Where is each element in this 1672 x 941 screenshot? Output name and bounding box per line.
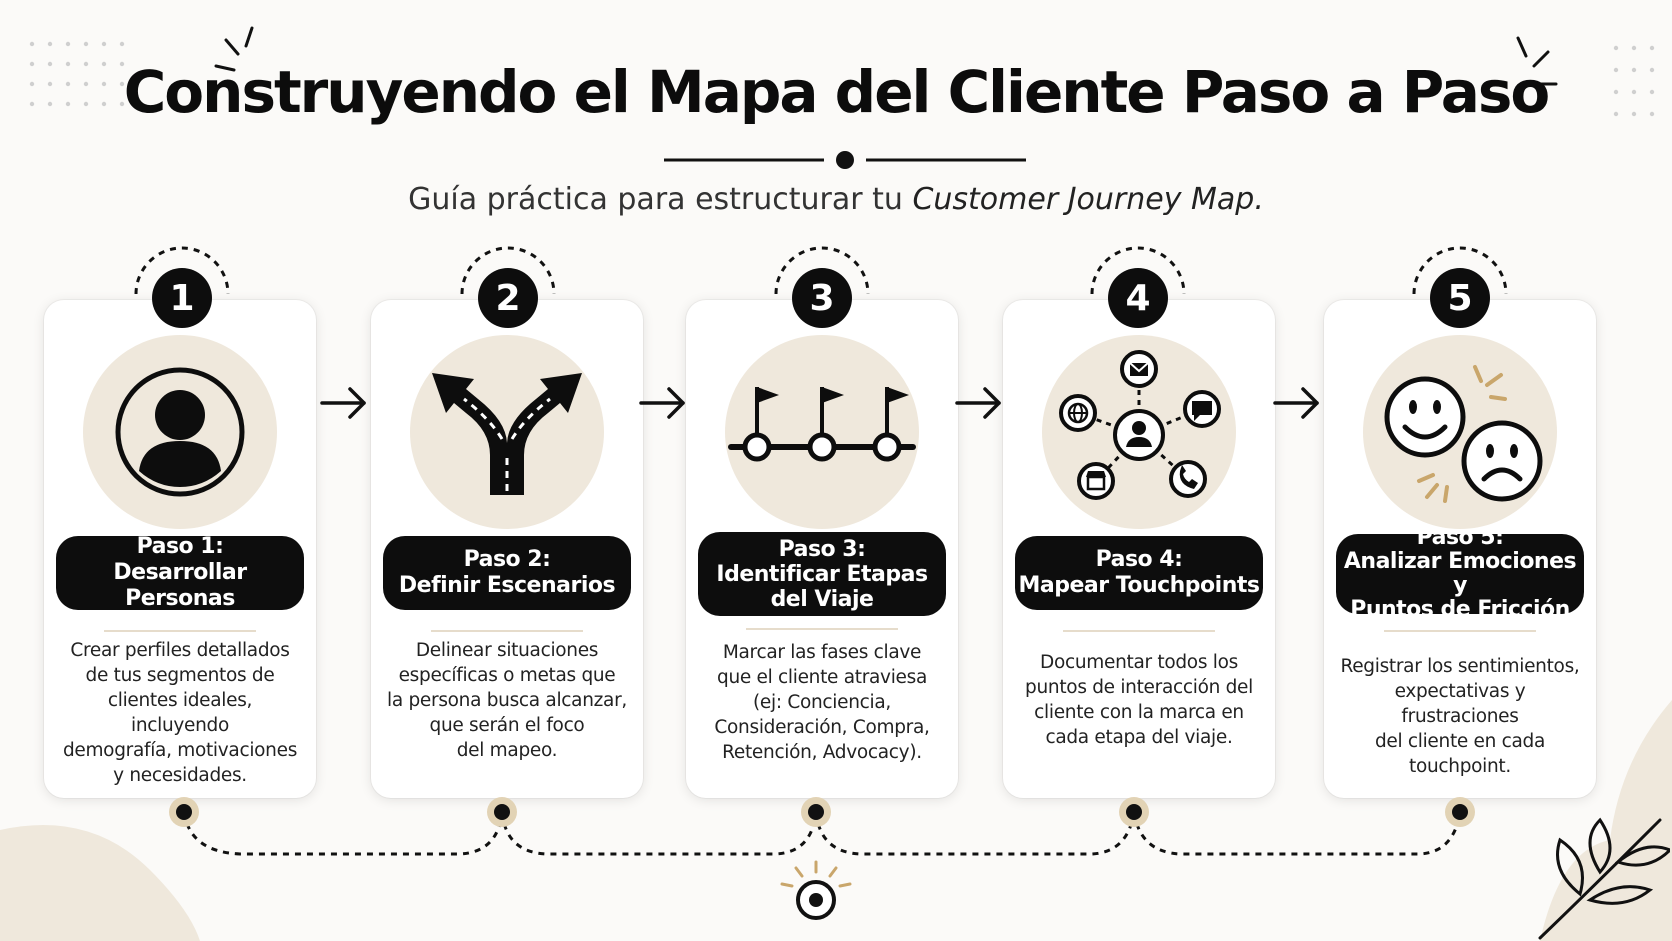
step-3-divider: [746, 628, 898, 630]
step-card-4: Paso 4: Mapear Touchpoints Documentar to…: [1003, 300, 1275, 798]
emotions-faces-icon: [1384, 365, 1543, 503]
step-3-title-line3: del Viaje: [770, 586, 874, 612]
step-card-1: Paso 1: Desarrollar Personas Crear perfi…: [44, 300, 316, 798]
touchpoints-network-icon: [1059, 350, 1221, 500]
desc-line: puntos de interacción del: [1025, 677, 1253, 698]
dot-grid-top-left: [29, 41, 125, 107]
desc-line: Marcar las fases clave: [722, 642, 922, 663]
desc-line: del cliente en cada: [1374, 731, 1546, 752]
step-4-title: Paso 4: Mapear Touchpoints: [1015, 536, 1263, 610]
desc-line: Consideración, Compra,: [714, 717, 930, 738]
desc-line: del mapeo.: [456, 740, 558, 761]
beige-blob-bottom-left: [0, 825, 200, 941]
subtitle-italic: Customer Journey Map.: [912, 182, 1264, 217]
page-subtitle: Guía práctica para estructurar tu Custom…: [0, 182, 1672, 217]
desc-line: cliente con la marca en: [1034, 702, 1244, 723]
spark-left-icon: [214, 26, 254, 72]
step-2-icon-bg: [410, 335, 604, 529]
desc-line: (ej: Conciencia,: [753, 692, 891, 713]
arrow-right-icon: [955, 387, 1001, 419]
desc-line: expectativas y frustraciones: [1394, 681, 1526, 727]
arrow-right-icon: [320, 387, 366, 419]
leaf-branch-icon: [1538, 817, 1670, 940]
target-goal-icon: [780, 860, 852, 920]
step-1-title: Paso 1: Desarrollar Personas: [56, 534, 304, 611]
bottom-connector: [169, 797, 1475, 920]
step-4-title-line2: Mapear Touchpoints: [1018, 573, 1260, 598]
step-3-description: Marcar las fases clave que el cliente at…: [702, 640, 942, 765]
desc-line: Delinear situaciones: [415, 640, 599, 661]
step-1-title-line2: Desarrollar Personas: [113, 560, 247, 611]
desc-line: de tus segmentos de: [85, 665, 275, 686]
person-icon: [115, 367, 245, 497]
timeline-flags-icon: [728, 387, 916, 462]
desc-line: touchpoint.: [1409, 756, 1511, 777]
desc-line: Retención, Advocacy).: [722, 742, 922, 763]
step-2-title: Paso 2: Definir Escenarios: [383, 536, 631, 610]
step-5-title-line1: Paso 5:: [1416, 525, 1504, 550]
step-3-title-line1: Paso 3:: [778, 536, 866, 562]
desc-line: Crear perfiles detallados: [70, 640, 290, 661]
spark-right-icon: [1516, 36, 1558, 86]
step-3-title: Paso 3: Identificar Etapas del Viaje: [698, 532, 946, 616]
step-1-divider: [104, 630, 256, 632]
desc-line: específicas o metas que: [398, 665, 616, 686]
step-1-description: Crear perfiles detallados de tus segment…: [60, 638, 300, 788]
step-badge-5: 5: [1430, 268, 1490, 328]
step-4-icon-bg: [1042, 335, 1236, 529]
step-5-title: Paso 5: Analizar Emociones y Puntos de F…: [1336, 526, 1584, 622]
step-1-title-line1: Paso 1:: [136, 534, 224, 559]
arrow-right-icon: [639, 387, 685, 419]
desc-line: que serán el foco: [429, 715, 585, 736]
step-badge-4: 4: [1108, 268, 1168, 328]
step-5-title-line3: Puntos de Fricción: [1350, 597, 1570, 622]
step-2-title-line2: Definir Escenarios: [398, 573, 616, 598]
step-3-title-line2: Identificar Etapas: [716, 561, 928, 587]
step-card-3: Paso 3: Identificar Etapas del Viaje Mar…: [686, 300, 958, 798]
step-5-divider: [1384, 630, 1536, 632]
desc-line: cada etapa del viaje.: [1045, 727, 1233, 748]
desc-line: y necesidades.: [113, 765, 247, 786]
step-badge-2: 2: [478, 268, 538, 328]
step-2-divider: [431, 630, 583, 632]
step-card-2: Paso 2: Definir Escenarios Delinear situ…: [371, 300, 643, 798]
beige-blob-bottom-right: [1540, 700, 1672, 941]
step-4-title-line1: Paso 4:: [1095, 547, 1183, 572]
desc-line: la persona busca alcanzar,: [387, 690, 627, 711]
desc-line: Registrar los sentimientos,: [1340, 656, 1580, 677]
step-2-title-line1: Paso 2:: [463, 547, 551, 572]
step-3-icon-bg: [725, 335, 919, 529]
dot-grid-top-right: [1613, 45, 1655, 117]
step-4-divider: [1063, 630, 1215, 632]
step-1-icon-bg: [83, 335, 277, 529]
step-2-description: Delinear situaciones específicas o metas…: [387, 638, 627, 763]
subtitle-text: Guía práctica para estructurar tu: [408, 182, 913, 217]
step-badge-1: 1: [152, 268, 212, 328]
arrow-right-icon: [1273, 387, 1319, 419]
desc-line: clientes ideales, incluyendo: [107, 690, 253, 736]
step-card-5: Paso 5: Analizar Emociones y Puntos de F…: [1324, 300, 1596, 798]
page-title: Construyendo el Mapa del Cliente Paso a …: [123, 58, 1551, 126]
fork-arrows-icon: [432, 373, 582, 495]
step-badge-3: 3: [792, 268, 852, 328]
step-4-description: Documentar todos los puntos de interacci…: [1019, 650, 1259, 750]
title-divider: [664, 151, 1026, 169]
desc-line: demografía, motivaciones: [62, 740, 298, 761]
badge-arcs: [134, 246, 1508, 295]
step-5-icon-bg: [1363, 335, 1557, 529]
desc-line: que el cliente atraviesa: [717, 667, 927, 688]
desc-line: Documentar todos los: [1040, 652, 1238, 673]
step-5-description: Registrar los sentimientos, expectativas…: [1340, 654, 1580, 779]
step-5-title-line2: Analizar Emociones y: [1343, 549, 1577, 598]
